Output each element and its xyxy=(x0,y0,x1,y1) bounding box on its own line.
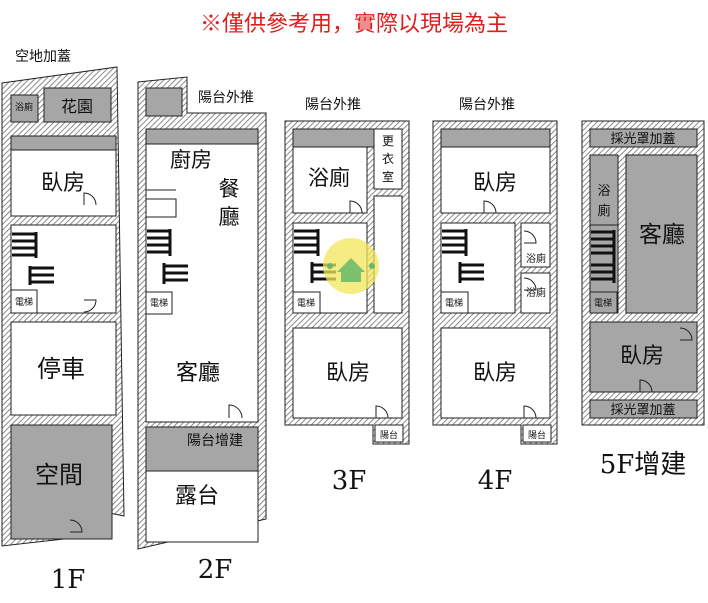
label-closet-1: 更 xyxy=(382,134,394,148)
door-swing xyxy=(83,299,97,313)
door-swing xyxy=(228,404,243,419)
room-balcony xyxy=(374,424,404,443)
label-balcony: 陽台 xyxy=(380,429,398,441)
utility-room xyxy=(145,87,183,117)
elevator-box xyxy=(589,291,618,314)
label-balcony: 陽台 xyxy=(528,429,546,441)
disclaimer-notice: ※僅供參考用，實際以現場為主 xyxy=(200,12,508,37)
door-swing xyxy=(483,200,497,214)
label-elevator: 電梯 xyxy=(594,297,612,309)
label-closet-2: 衣 xyxy=(382,151,394,166)
label-bedroom: 臥房 xyxy=(41,171,85,196)
floor-label-5f: 5F增建 xyxy=(600,450,687,480)
stairs xyxy=(442,229,484,283)
label-kitchen: 廚房 xyxy=(170,148,212,172)
label-dining-1: 餐 xyxy=(219,177,240,201)
room-bedroom xyxy=(440,327,551,419)
label-bathroom: 浴廁 xyxy=(526,252,546,265)
label-skylight-roof: 採光罩加蓋 xyxy=(610,403,675,418)
room-bathroom xyxy=(520,222,551,268)
room-living-room xyxy=(625,154,698,314)
label-parking: 停車 xyxy=(37,355,85,383)
partition-strip xyxy=(10,135,117,151)
label-closet-3: 室 xyxy=(382,169,394,184)
balcony-addition xyxy=(145,426,259,472)
stairs xyxy=(147,229,188,284)
label-balcony-addition: 陽台增建 xyxy=(187,433,243,449)
door-swing xyxy=(523,230,537,244)
door-swing xyxy=(69,519,83,533)
annotation-balcony-extension: 陽台外推 xyxy=(305,97,361,113)
annotation-open-space-addition: 空地加蓋 xyxy=(15,49,71,65)
label-skylight-roof: 採光罩加蓋 xyxy=(610,132,675,147)
floor-label-2f: 2F xyxy=(198,555,233,585)
floor-label-1f: 1F xyxy=(51,565,86,595)
elevator-box xyxy=(440,291,469,314)
room-walk-in-closet xyxy=(373,128,403,190)
room-balcony xyxy=(522,424,552,443)
door-swing xyxy=(523,277,537,291)
label-bedroom: 臥房 xyxy=(620,344,664,369)
door-swing xyxy=(639,379,653,393)
door-swing xyxy=(523,405,537,419)
room-bathroom xyxy=(10,94,39,123)
partition-strip xyxy=(145,128,259,145)
room-bedroom xyxy=(292,327,403,419)
elevator-box xyxy=(145,291,173,315)
room-garden xyxy=(43,87,112,123)
floor-3f: 陽台外推 浴廁 更 衣 室 電梯 臥房 陽台 3F xyxy=(284,97,410,496)
label-living-room: 客廳 xyxy=(639,222,685,248)
label-elevator: 電梯 xyxy=(445,297,463,309)
elevator-box xyxy=(292,291,321,314)
label-elevator: 電梯 xyxy=(297,297,315,309)
watermark-logo-icon xyxy=(323,238,379,294)
room-bedroom xyxy=(440,146,551,214)
label-bedroom: 臥房 xyxy=(473,361,517,386)
skylight-roof-top xyxy=(589,128,698,148)
annotation-balcony-extension: 陽台外推 xyxy=(198,90,254,106)
floor-1f: 空地加蓋 浴廁 花園 臥房 電梯 停車 空間 1F xyxy=(1,49,125,595)
elevator-box xyxy=(10,289,38,314)
label-bathroom: 浴廁 xyxy=(526,286,546,299)
partition-strip xyxy=(440,128,551,148)
label-dining-2: 廳 xyxy=(219,205,240,229)
stairs xyxy=(591,230,616,283)
niche xyxy=(145,198,177,218)
label-bathroom: 浴廁 xyxy=(15,101,33,113)
door-swing xyxy=(375,405,389,419)
corridor xyxy=(373,195,403,314)
skylight-roof-bottom xyxy=(589,399,698,419)
door-swing xyxy=(679,327,693,341)
floor-2f: 陽台外推 廚房 餐 廳 電梯 客廳 陽台增建 露台 2F xyxy=(137,76,267,585)
room-bathroom xyxy=(520,272,551,314)
floor-label-4f: 4F xyxy=(478,466,513,496)
label-living-room: 客廳 xyxy=(176,361,220,386)
floor-4f: 陽台外推 臥房 浴廁 浴廁 電梯 臥房 陽台 4F xyxy=(432,97,558,496)
label-elevator: 電梯 xyxy=(15,296,33,308)
label-space: 空間 xyxy=(35,461,83,489)
room-space xyxy=(10,424,113,540)
label-bath-2: 廁 xyxy=(597,203,610,219)
label-elevator: 電梯 xyxy=(150,297,168,309)
label-bedroom: 臥房 xyxy=(473,171,517,196)
floor-label-3f: 3F xyxy=(332,466,367,496)
room-parking xyxy=(10,321,117,416)
door-swing xyxy=(83,192,97,206)
floor-5f: 採光罩加蓋 浴 廁 客廳 電梯 臥房 採光罩加蓋 5F增建 xyxy=(581,120,705,480)
terrace xyxy=(145,470,259,543)
annotation-balcony-extension: 陽台外推 xyxy=(459,97,515,113)
stairs xyxy=(12,232,54,285)
label-bath-1: 浴 xyxy=(597,184,610,199)
label-garden: 花園 xyxy=(61,97,93,116)
label-bathroom: 浴廁 xyxy=(308,166,350,190)
label-terrace: 露台 xyxy=(175,484,219,509)
room-bedroom xyxy=(10,149,117,217)
door-swing xyxy=(349,200,363,214)
label-bedroom: 臥房 xyxy=(326,361,370,386)
